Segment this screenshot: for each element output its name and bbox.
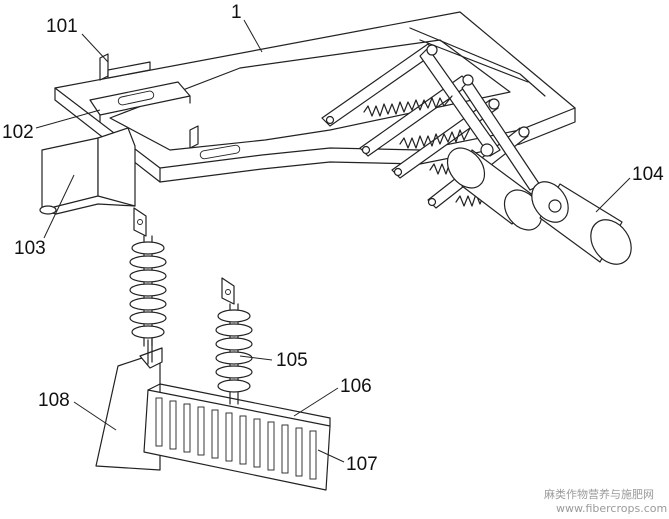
spring-column-left [129,207,167,347]
watermark-url: www.fibercrops.com [556,502,667,515]
nozzle-103 [39,127,136,215]
watermark-cn: 麻类作物营养与施肥网 [544,487,654,501]
label-105: 105 [276,350,308,371]
bracket-101 [99,53,199,149]
label-107: 107 [346,454,378,475]
label-104: 104 [632,164,664,185]
label-101: 101 [46,16,78,37]
guard-plate-108 [95,337,163,471]
spring-column-right [215,277,253,405]
label-108: 108 [38,390,70,411]
grille-106 [143,383,331,491]
link-mechanism [321,43,541,209]
watermark: 麻类作物营养与施肥网 www.fibercrops.com [544,487,667,515]
label-106: 106 [340,376,372,397]
leader-lines [35,19,631,463]
label-102: 102 [2,122,34,143]
cylinder-104 [446,143,632,265]
label-1: 1 [231,2,242,23]
label-103: 103 [14,238,46,259]
reference-labels: 1 101 102 103 104 105 106 107 108 [2,2,664,475]
